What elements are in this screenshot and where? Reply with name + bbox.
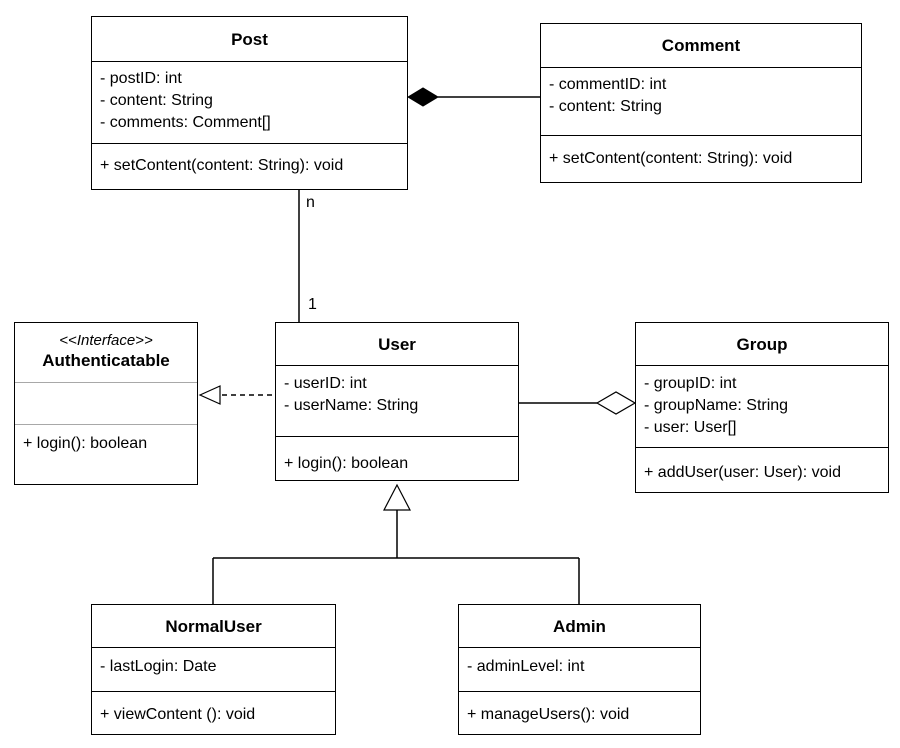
attribute: - commentID: int bbox=[549, 76, 667, 93]
class-post[interactable]: Post - postID: int - content: String - c… bbox=[91, 16, 408, 190]
attributes-section bbox=[15, 383, 197, 425]
attributes-section: - lastLogin: Date bbox=[92, 648, 335, 692]
class-name: NormalUser bbox=[92, 605, 335, 648]
class-name: User bbox=[276, 323, 518, 366]
method: + manageUsers(): void bbox=[467, 706, 630, 723]
attribute: - user: User[] bbox=[644, 419, 737, 436]
class-comment[interactable]: Comment - commentID: int - content: Stri… bbox=[540, 23, 862, 183]
class-name: Authenticatable bbox=[42, 351, 170, 370]
attribute: - adminLevel: int bbox=[467, 658, 585, 675]
multiplicity-post-end: n bbox=[306, 194, 315, 211]
interface-authenticatable[interactable]: <<Interface>> Authenticatable + login():… bbox=[14, 322, 198, 485]
class-normaluser[interactable]: NormalUser - lastLogin: Date + viewConte… bbox=[91, 604, 336, 735]
attributes-section: - userID: int - userName: String bbox=[276, 366, 518, 437]
attribute: - userID: int bbox=[284, 375, 367, 392]
class-name: Admin bbox=[459, 605, 700, 648]
methods-section: + setContent(content: String): void bbox=[541, 136, 861, 182]
methods-section: + login(): boolean bbox=[276, 437, 518, 480]
attribute: - postID: int bbox=[100, 70, 182, 87]
class-name: Post bbox=[92, 17, 407, 62]
method: + viewContent (): void bbox=[100, 706, 256, 723]
realization-arrowhead bbox=[198, 385, 221, 405]
methods-section: + manageUsers(): void bbox=[459, 692, 700, 734]
multiplicity-user-end: 1 bbox=[308, 296, 317, 313]
attribute: - content: String bbox=[549, 98, 662, 115]
attributes-section: - postID: int - content: String - commen… bbox=[92, 62, 407, 144]
method: + setContent(content: String): void bbox=[549, 150, 793, 167]
class-group[interactable]: Group - groupID: int - groupName: String… bbox=[635, 322, 889, 493]
method: + login(): boolean bbox=[23, 435, 148, 452]
methods-section: + addUser(user: User): void bbox=[636, 448, 888, 492]
methods-section: + login(): boolean bbox=[15, 425, 197, 484]
attribute: - content: String bbox=[100, 92, 213, 109]
composition-diamond bbox=[407, 87, 439, 107]
methods-section: + viewContent (): void bbox=[92, 692, 335, 734]
attribute: - groupID: int bbox=[644, 375, 737, 392]
class-user[interactable]: User - userID: int - userName: String + … bbox=[275, 322, 519, 481]
class-name: Group bbox=[636, 323, 888, 366]
methods-section: + setContent(content: String): void bbox=[92, 144, 407, 189]
aggregation-diamond bbox=[595, 391, 637, 415]
interface-header: <<Interface>> Authenticatable bbox=[15, 323, 197, 383]
method: + setContent(content: String): void bbox=[100, 157, 344, 174]
method: + addUser(user: User): void bbox=[644, 464, 841, 481]
attributes-section: - groupID: int - groupName: String - use… bbox=[636, 366, 888, 448]
class-admin[interactable]: Admin - adminLevel: int + manageUsers():… bbox=[458, 604, 701, 735]
attribute: - userName: String bbox=[284, 397, 419, 414]
attributes-section: - commentID: int - content: String bbox=[541, 68, 861, 136]
attribute: - comments: Comment[] bbox=[100, 114, 271, 131]
attribute: - groupName: String bbox=[644, 397, 789, 414]
method: + login(): boolean bbox=[284, 455, 409, 472]
class-name: Comment bbox=[541, 24, 861, 68]
generalization-arrowhead bbox=[383, 483, 411, 511]
attribute: - lastLogin: Date bbox=[100, 658, 217, 675]
attributes-section: - adminLevel: int bbox=[459, 648, 700, 692]
stereotype-label: <<Interface>> bbox=[59, 332, 153, 349]
